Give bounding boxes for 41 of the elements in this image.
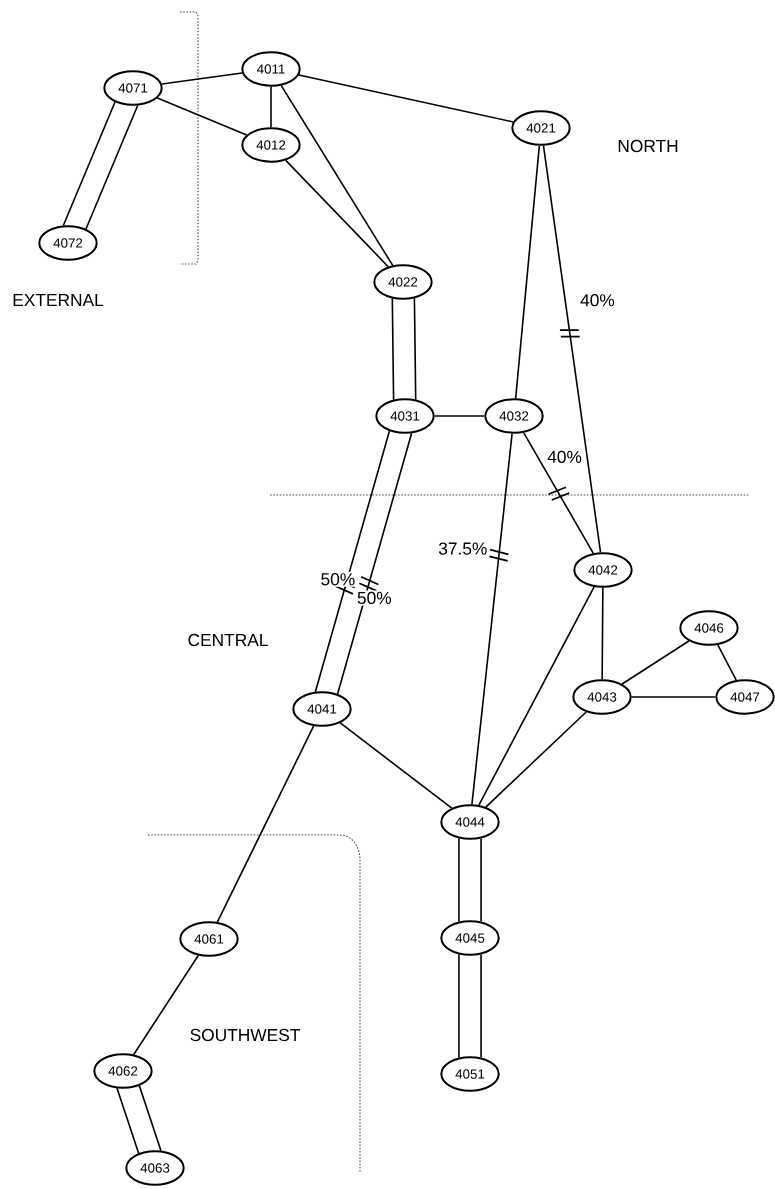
region-label: EXTERNAL: [13, 294, 104, 306]
connector-line: [336, 432, 413, 695]
connector-line: [514, 144, 541, 400]
connector-line: [522, 431, 595, 555]
connector-line: [156, 97, 248, 136]
region-label: SOUTHWEST: [190, 1028, 300, 1042]
connector-line: [116, 1087, 140, 1155]
connector-line: [62, 101, 116, 227]
region-label: NORTH: [618, 139, 678, 153]
edge-label: 40%: [545, 449, 584, 465]
connector-line: [630, 696, 717, 698]
connector-line: [433, 415, 486, 417]
connector-line: [413, 297, 417, 401]
connector-line: [314, 430, 391, 693]
edge-label: 37.5%: [436, 541, 489, 557]
region-label: CENTRAL: [188, 633, 268, 647]
connector-line: [480, 953, 482, 1059]
connector-line: [216, 725, 315, 923]
connector-line: [270, 85, 272, 129]
connector-line: [485, 711, 587, 808]
connector-line: [471, 432, 513, 806]
edge-label: 50%: [355, 590, 393, 606]
connector-line: [458, 953, 460, 1059]
connector-line: [132, 954, 200, 1056]
edge-label: 40%: [578, 292, 617, 308]
connector-line: [480, 837, 482, 923]
connector-line: [601, 586, 604, 681]
connector-line: [621, 640, 690, 685]
connector-line: [717, 644, 737, 681]
connector-line: [542, 144, 602, 554]
connector-line: [298, 74, 514, 123]
connector-line: [339, 722, 453, 809]
connector-line: [161, 72, 243, 85]
edge-label: 50%: [319, 571, 357, 587]
connector-line: [478, 586, 595, 806]
connector-line: [138, 1084, 162, 1152]
connector-line: [284, 159, 390, 268]
connector-line: [458, 837, 460, 923]
connector-line: [85, 104, 139, 230]
connector-line: [391, 297, 395, 401]
connector-line: [280, 84, 394, 267]
